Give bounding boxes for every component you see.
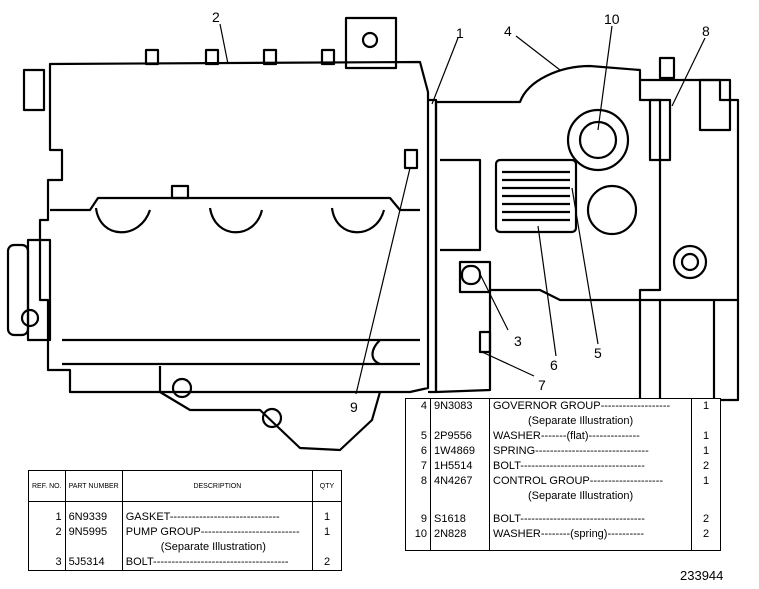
qty: 1 (702, 430, 710, 442)
qty: 2 (702, 513, 710, 525)
qty: 1 (702, 475, 710, 487)
control-group (638, 56, 740, 402)
callout-10: 10 (604, 11, 620, 27)
ref-no: 10 (405, 527, 431, 542)
description-note: (Separate Illustration) (489, 414, 692, 429)
description: GOVERNOR GROUP------------------- (489, 398, 692, 414)
description: BOLT---------------------------------- (489, 512, 692, 527)
table-header-row: REF. NO. PART NUMBER DESCRIPTION QTY (28, 470, 342, 502)
leader-lines (219, 23, 706, 395)
ref-no: 6 (405, 444, 431, 459)
table-row: (Separate Illustration) (405, 489, 721, 504)
description-note: (Separate Illustration) (122, 540, 314, 555)
part-number: 6N9339 (65, 510, 123, 525)
qty: 1 (702, 445, 710, 457)
part-number: 1W4869 (430, 444, 490, 459)
header-part-number: PART NUMBER (65, 470, 123, 502)
ref-no: 5 (405, 429, 431, 444)
part-number: 1H5514 (430, 459, 490, 474)
callout-6: 6 (550, 357, 558, 373)
callout-2: 2 (212, 9, 220, 25)
description: CONTROL GROUP-------------------- (489, 474, 692, 489)
fuel-outlets (144, 48, 336, 66)
figure-number: 233944 (680, 568, 724, 583)
table-row: 1 6N9339 GASKET-------------------------… (28, 510, 342, 525)
qty: 1 (702, 400, 710, 412)
description: BOLT---------------------------------- (489, 459, 692, 474)
part-number: 5J5314 (65, 555, 123, 571)
description: BOLT------------------------------------… (122, 555, 314, 571)
table-row: 3 5J5314 BOLT---------------------------… (28, 555, 342, 571)
qty: 1 (323, 526, 331, 538)
parts-table-left: REF. NO. PART NUMBER DESCRIPTION QTY 1 6… (28, 470, 342, 571)
description: SPRING------------------------------- (489, 444, 692, 459)
qty: 2 (323, 556, 331, 568)
description: GASKET------------------------------ (122, 510, 314, 525)
gasket (428, 98, 438, 394)
qty: 2 (702, 460, 710, 472)
table-row: 7 1H5514 BOLT---------------------------… (405, 459, 721, 474)
callout-7: 7 (538, 377, 546, 393)
ref-no: 9 (405, 512, 431, 527)
pump-housing (6, 60, 430, 452)
callout-labels: 1 2 3 4 5 6 7 8 9 10 (212, 9, 710, 415)
table-row: (Separate Illustration) (28, 540, 342, 555)
table-row: 9 S1618 BOLT----------------------------… (405, 512, 721, 527)
part-number: 4N4267 (430, 474, 490, 489)
qty: 1 (323, 511, 331, 523)
ref-no: 1 (28, 510, 66, 525)
header-qty: QTY (312, 470, 342, 502)
table-row: 4 9N3083 GOVERNOR GROUP-----------------… (405, 398, 721, 414)
callout-5: 5 (594, 345, 602, 361)
description: PUMP GROUP--------------------------- (122, 525, 314, 540)
callout-1: 1 (456, 25, 464, 41)
part-number: S1618 (430, 512, 490, 527)
parts-table-right: 4 9N3083 GOVERNOR GROUP-----------------… (405, 398, 721, 551)
table-row: 2 9N5995 PUMP GROUP---------------------… (28, 525, 342, 540)
qty: 2 (702, 528, 710, 540)
ref-no: 4 (405, 398, 431, 414)
ref-no: 3 (28, 555, 66, 571)
part-number: 2N828 (430, 527, 490, 542)
ref-no: 2 (28, 525, 66, 540)
table-row: (Separate Illustration) (405, 414, 721, 429)
part-number: 9N5995 (65, 525, 123, 540)
table-row: 8 4N4267 CONTROL GROUP------------------… (405, 474, 721, 489)
description: WASHER-------(flat)-------------- (489, 429, 692, 444)
callout-4: 4 (504, 23, 512, 39)
header-description: DESCRIPTION (122, 470, 314, 502)
ref-no: 7 (405, 459, 431, 474)
callout-8: 8 (702, 23, 710, 39)
ref-no: 8 (405, 474, 431, 489)
callout-3: 3 (514, 333, 522, 349)
table-row: 5 2P9556 WASHER-------(flat)------------… (405, 429, 721, 444)
description-note: (Separate Illustration) (489, 489, 692, 504)
part-number: 2P9556 (430, 429, 490, 444)
governor-housing (344, 16, 662, 394)
header-ref-no: REF. NO. (28, 470, 66, 502)
part-number: 9N3083 (430, 398, 490, 414)
callout-9: 9 (350, 399, 358, 415)
table-row: 6 1W4869 SPRING-------------------------… (405, 444, 721, 459)
description: WASHER--------(spring)---------- (489, 527, 692, 542)
table-row: 10 2N828 WASHER--------(spring)---------… (405, 527, 721, 542)
